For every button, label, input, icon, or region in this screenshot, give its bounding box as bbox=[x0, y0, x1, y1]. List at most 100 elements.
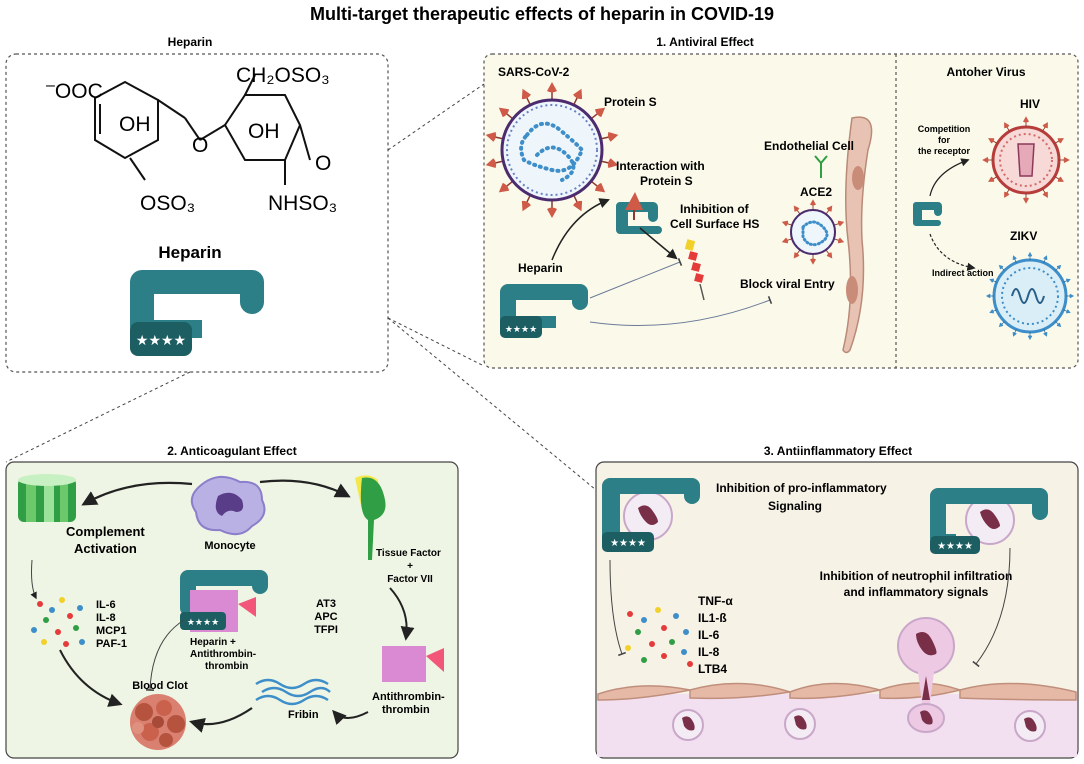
connector-antiviral-top bbox=[387, 83, 485, 151]
anticoag-cytokine: PAF-1 bbox=[96, 638, 127, 650]
virus-spike bbox=[989, 309, 997, 314]
inflam-cytokine: IL1-ß bbox=[698, 611, 727, 625]
virus-spike bbox=[1055, 321, 1062, 328]
arrow-cytokines-clot bbox=[59, 649, 123, 707]
virus-spike bbox=[600, 131, 619, 142]
formula-nhso3: NHSO₃ bbox=[268, 192, 337, 215]
virus-spike bbox=[1023, 193, 1029, 204]
inhib-neutro-label-2: and inflammatory signals bbox=[844, 585, 989, 599]
formula-coo: –OOC bbox=[46, 77, 103, 103]
virus-spike bbox=[1004, 188, 1010, 198]
interaction-label-1: Interaction with bbox=[616, 159, 705, 173]
competition-label-2: for bbox=[938, 135, 950, 145]
heparin-neutrophil-right: ★★★★ bbox=[930, 488, 1048, 554]
virus-spike bbox=[1042, 188, 1048, 198]
inflam-cytokine: IL-8 bbox=[698, 645, 720, 659]
small-sars-virus bbox=[781, 199, 845, 265]
complement-label-1: Complement bbox=[66, 524, 145, 539]
virus-spike bbox=[1054, 138, 1064, 144]
competition-label-1: Competition bbox=[918, 124, 971, 134]
formula-ch2oso3: CH₂OSO₃ bbox=[236, 64, 330, 87]
inhibition-label-2: Cell Surface HS bbox=[670, 217, 759, 231]
blood-clot-icon bbox=[130, 694, 186, 750]
endothelial-layer bbox=[597, 682, 1077, 701]
tissue-factor-icon bbox=[355, 475, 386, 560]
heparin-formula-text: –OOC CH₂OSO₃ OH OH O O OSO₃ NHSO₃ bbox=[46, 64, 337, 215]
heparin-shape-icon: ★★★★ bbox=[130, 270, 264, 356]
antiinflam-title: 3. Antiinflammatory Effect bbox=[764, 444, 912, 458]
competition-label-3: the receptor bbox=[918, 146, 971, 156]
connector-antiviral-bottom bbox=[387, 317, 485, 367]
arrow-indirect bbox=[929, 233, 976, 271]
interaction-label-2: Protein S bbox=[640, 174, 693, 188]
cell-surface-hs bbox=[684, 239, 705, 301]
virus-spike bbox=[985, 293, 994, 299]
heparin-small-right bbox=[913, 202, 942, 226]
virus-spike bbox=[982, 156, 993, 164]
virus-spike bbox=[1027, 251, 1033, 260]
virus-spike bbox=[998, 321, 1005, 328]
virus-spike bbox=[521, 194, 531, 212]
inflam-cytokine-list: TNF-α IL1-ß IL-6 IL-8 LTB4 bbox=[698, 594, 733, 676]
virus-spike bbox=[590, 180, 606, 193]
inhibit-infiltration bbox=[972, 547, 1011, 668]
zikv-virus bbox=[985, 251, 1075, 341]
heparin-at-label-3: thrombin bbox=[205, 661, 248, 672]
virus-spike bbox=[1027, 332, 1033, 341]
tissue-factor-label-2: + bbox=[407, 561, 413, 572]
anticoag-title: 2. Anticoagulant Effect bbox=[167, 444, 297, 458]
formula-o-link: O bbox=[192, 134, 208, 157]
virus-spike bbox=[590, 107, 606, 120]
heparin-neutrophil-left: ★★★★ bbox=[602, 478, 700, 552]
virus-spike bbox=[998, 264, 1005, 271]
anticoag-cytokine: MCP1 bbox=[96, 625, 127, 637]
ace2-label: ACE2 bbox=[800, 185, 832, 199]
transmigrating-neutrophil bbox=[897, 617, 955, 733]
arrow-monocyte-tissue bbox=[259, 479, 351, 498]
inhibitor-item: APC bbox=[314, 611, 337, 623]
virus-spike bbox=[988, 176, 998, 182]
hiv-label: HIV bbox=[1020, 97, 1040, 111]
fibrin-icon bbox=[255, 678, 331, 706]
inhib-proinflam-label-2: Signaling bbox=[768, 499, 822, 513]
heparin-small-stars: ★★★★ bbox=[505, 324, 537, 334]
heparin-shape-label: Heparin bbox=[158, 243, 221, 262]
anticoag-cytokine: IL-8 bbox=[96, 612, 116, 624]
arrow-monocyte-complement bbox=[81, 481, 193, 506]
arrow-tissue-antithrombin bbox=[389, 587, 415, 641]
endothelial-label: Endothelial Cell bbox=[764, 139, 854, 153]
cytokine-dots-anticoag bbox=[31, 597, 85, 647]
inhibition-label-1: Inhibition of bbox=[680, 202, 750, 216]
antiviral-panel-border bbox=[483, 53, 1079, 369]
monocyte-icon bbox=[190, 475, 266, 536]
arrow-antithrombin-fibrin bbox=[332, 709, 369, 725]
cytokine-dots-inflam bbox=[625, 607, 693, 667]
inhibit-cytokines bbox=[609, 559, 627, 657]
heparin-chemical-structure bbox=[94, 74, 311, 185]
virus-spike bbox=[1012, 255, 1017, 263]
tissue-neutrophils bbox=[672, 708, 1046, 742]
virus-spike bbox=[1012, 329, 1017, 337]
arrow-fibrin-clot bbox=[189, 707, 253, 733]
inflam-cytokine: LTB4 bbox=[698, 662, 727, 676]
monocyte-label: Monocyte bbox=[204, 540, 255, 552]
inhibit-viral-entry bbox=[589, 295, 773, 327]
connector-antiinflam bbox=[387, 317, 597, 491]
virus-spike bbox=[1004, 122, 1010, 132]
sars-cov2-virus bbox=[485, 82, 619, 218]
arrow-competition bbox=[929, 158, 970, 197]
heparin-panel-label: Heparin bbox=[168, 35, 213, 49]
heparin-panel-border bbox=[5, 53, 389, 373]
left-heparin-stars: ★★★★ bbox=[610, 538, 646, 549]
inhib-proinflam-label-1: Inhibition of pro-inflammatory bbox=[716, 481, 887, 495]
block-entry-label: Block viral Entry bbox=[740, 277, 835, 291]
inhibitor-list: AT3 APC TFPI bbox=[314, 598, 338, 636]
arrow-interaction-to-hs bbox=[639, 227, 678, 260]
heparin-small-shape: ★★★★ bbox=[500, 284, 588, 338]
antithrombin-label-2: thrombin bbox=[382, 704, 430, 716]
heparin-at-label-1: Heparin + bbox=[190, 637, 236, 648]
formula-o-minus: O bbox=[315, 152, 331, 175]
zikv-label: ZIKV bbox=[1010, 229, 1037, 243]
virus-spike bbox=[988, 138, 998, 144]
